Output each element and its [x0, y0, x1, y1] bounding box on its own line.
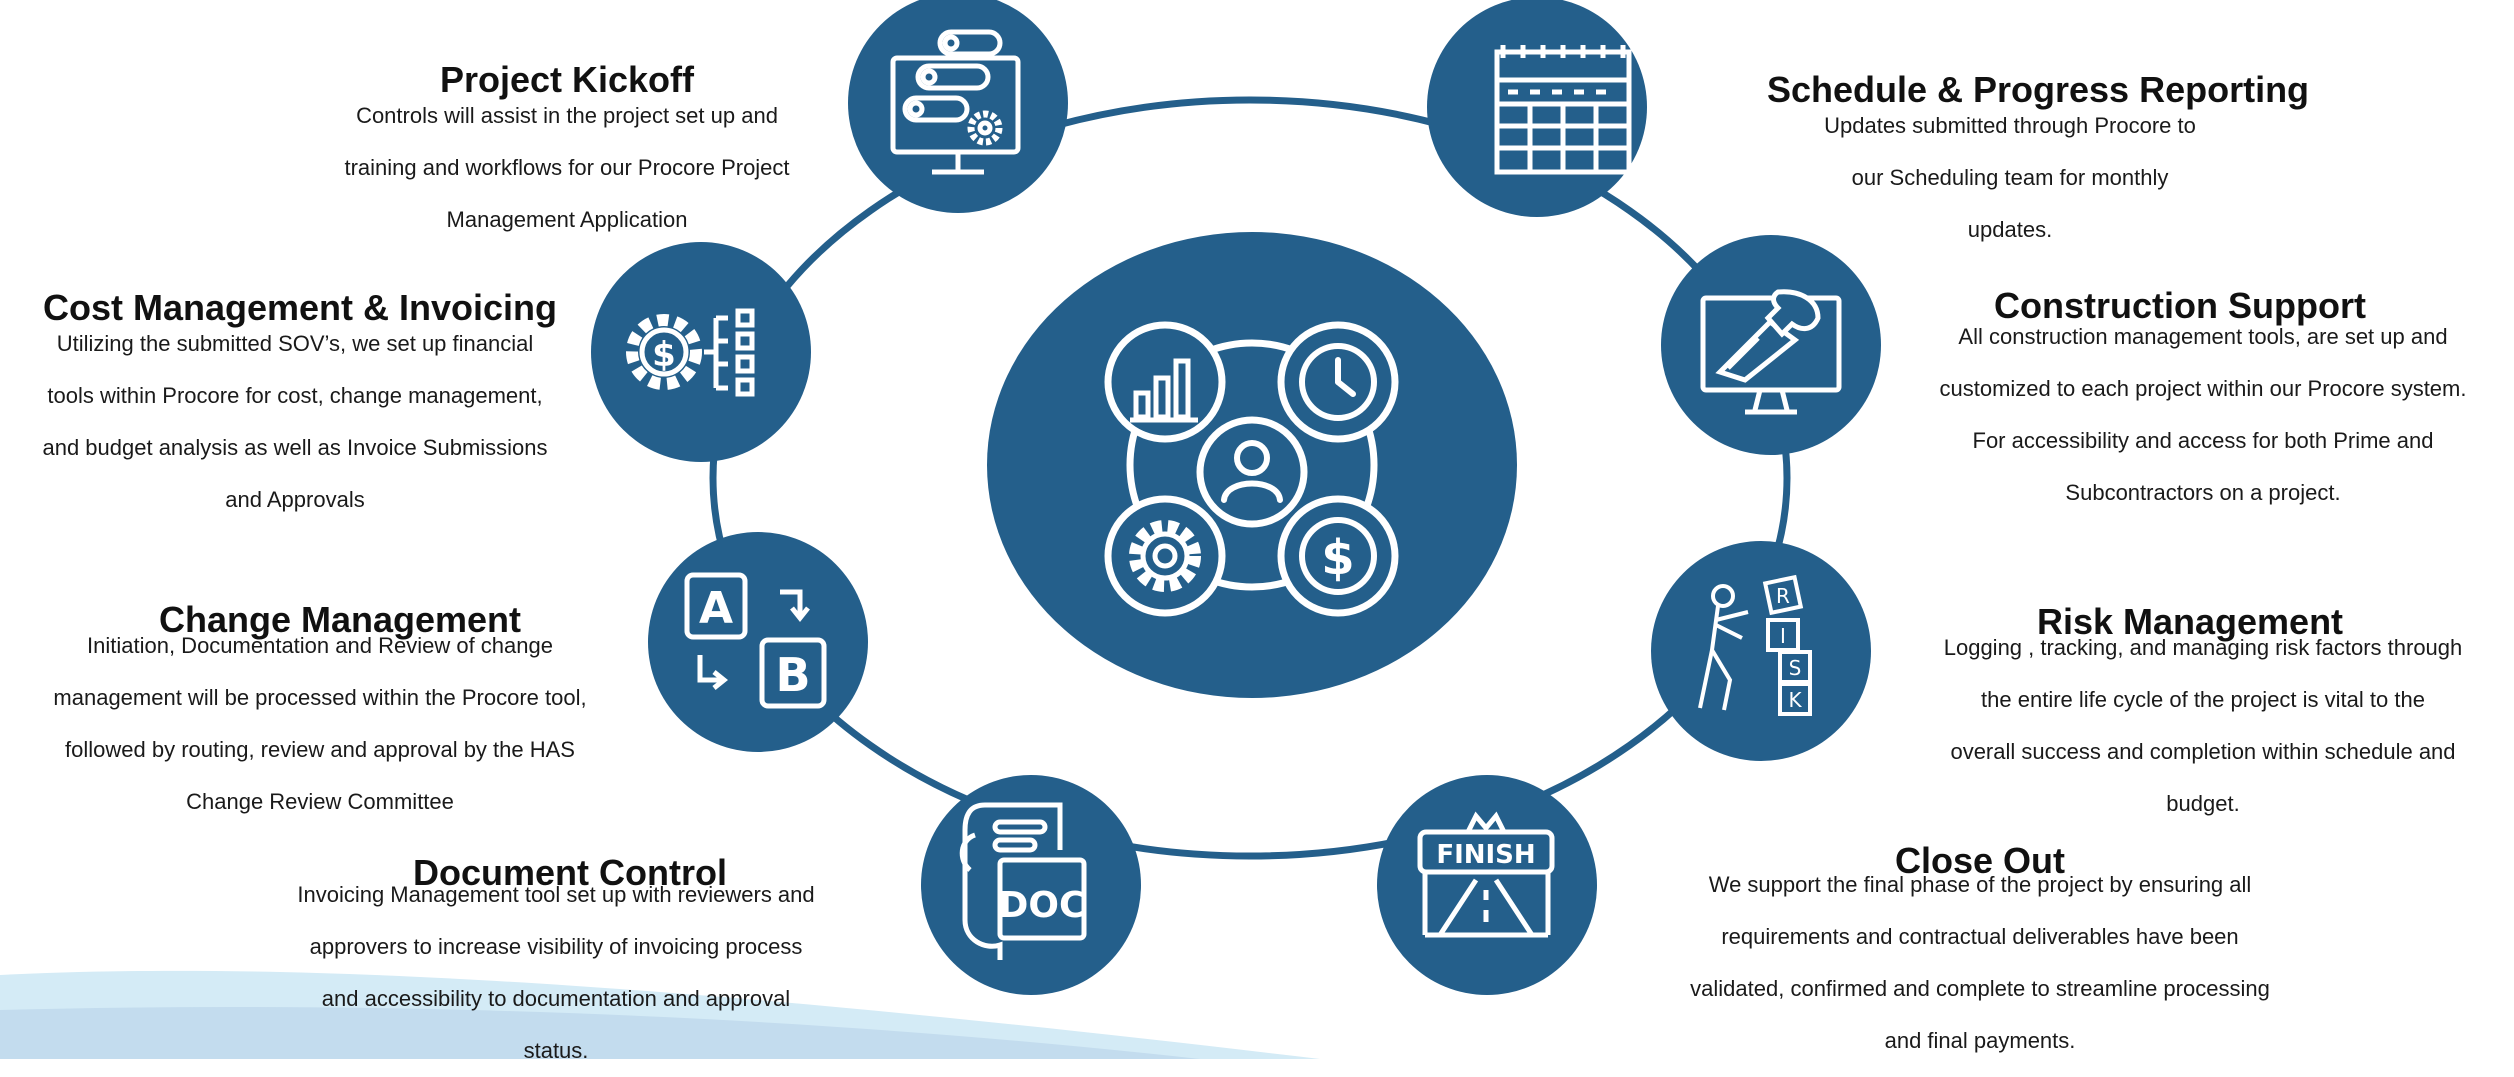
section-line: and accessibility to documentation and a…: [321, 986, 791, 1011]
user-icon: [1196, 416, 1308, 528]
section-line: our Scheduling team for monthly: [1851, 165, 2169, 190]
section-line: the entire life cycle of the project is …: [1981, 687, 2425, 712]
section-change-text: Initiation, Documentation and Review of …: [0, 620, 640, 828]
section-risk: Risk Management: [1960, 602, 2420, 642]
monitor-checklist-icon: [890, 29, 1021, 175]
section-line: Utilizing the submitted SOV’s, we set up…: [56, 331, 534, 356]
section-line: Subcontractors on a project.: [2065, 480, 2341, 505]
section-line: Management Application: [446, 207, 688, 232]
dollar-icon: $: [1277, 495, 1399, 617]
section-closeout: Close Out: [1820, 841, 2140, 881]
svg-text:$: $: [652, 335, 676, 375]
section-line: and budget analysis as well as Invoice S…: [42, 435, 548, 460]
clock-icon: [1277, 321, 1399, 443]
gear-icon: [1104, 495, 1226, 617]
svg-text:$: $: [1321, 530, 1354, 586]
section-project-kickoff-text: Controls will assist in the project set …: [282, 90, 852, 246]
node-change: A B: [648, 532, 868, 752]
section-title: Close Out: [1894, 840, 2065, 881]
background-wave: [0, 970, 1320, 1059]
risk-letter-i: I: [1780, 624, 1786, 648]
section-line: Updates submitted through Procore to: [1824, 113, 2196, 138]
risk-letter-s: S: [1789, 656, 1802, 680]
finish-label: FINISH: [1436, 840, 1535, 870]
section-line: budget.: [2166, 791, 2240, 816]
section-line: Change Review Committee: [186, 789, 454, 814]
node-closeout: FINISH: [1377, 775, 1597, 995]
section-risk-text: Logging , tracking, and managing risk fa…: [1898, 622, 2508, 830]
finish-line-icon: FINISH: [1417, 811, 1555, 938]
bar-chart-icon: [1104, 321, 1226, 443]
calendar-grid-icon: [1494, 45, 1632, 175]
section-line: customized to each project within our Pr…: [1939, 376, 2467, 401]
section-schedule: Schedule & Progress Reporting: [1748, 70, 2328, 110]
connecting-ring: [709, 96, 1791, 860]
node-document: DOC: [921, 775, 1141, 995]
section-line: updates.: [1967, 217, 2053, 242]
gear-dollar-checklist-icon: $: [626, 308, 755, 397]
section-line: Invoicing Management tool set up with re…: [297, 882, 815, 907]
section-line: overall success and completion within sc…: [1950, 739, 2456, 764]
a-label: A: [699, 583, 733, 634]
a-b-swap-icon: A B: [684, 572, 827, 709]
risk-blocks-icon: R I S K: [1698, 574, 1812, 716]
section-line: For accessibility and access for both Pr…: [1972, 428, 2434, 453]
section-title: Risk Management: [2036, 601, 2344, 642]
section-construction-text: All construction management tools, are s…: [1898, 311, 2508, 519]
section-construction: Construction Support: [1900, 286, 2460, 326]
section-title: Construction Support: [1994, 285, 2366, 326]
node-risk: R I S K: [1651, 541, 1871, 761]
section-document: Document Control: [370, 853, 770, 893]
section-closeout-text: We support the final phase of the projec…: [1620, 859, 2340, 1067]
section-schedule-text: Updates submitted through Procore to our…: [1760, 100, 2260, 256]
monitor-wrench-icon: [1700, 289, 1842, 415]
section-line: Controls will assist in the project set …: [356, 103, 778, 128]
section-line: requirements and contractual deliverable…: [1721, 924, 2239, 949]
section-document-text: Invoicing Management tool set up with re…: [246, 869, 866, 1077]
section-cost-text: Utilizing the submitted SOV’s, we set up…: [0, 318, 590, 526]
section-change: Change Management: [120, 600, 560, 640]
b-label: B: [775, 648, 810, 702]
section-line: All construction management tools, are s…: [1958, 324, 2448, 349]
node-project-kickoff: [848, 0, 1068, 213]
section-line: approvers to increase visibility of invo…: [309, 934, 803, 959]
node-construction: [1661, 235, 1881, 455]
section-title: Project Kickoff: [439, 59, 695, 100]
section-line: We support the final phase of the projec…: [1708, 872, 2252, 897]
section-title: Schedule & Progress Reporting: [1766, 69, 2310, 110]
section-line: and Approvals: [225, 487, 365, 512]
risk-letter-k: K: [1788, 688, 1802, 712]
section-project-kickoff: Project Kickoff: [282, 60, 852, 100]
section-title: Cost Management & Invoicing: [42, 287, 558, 328]
section-line: tools within Procore for cost, change ma…: [47, 383, 543, 408]
risk-letter-r: R: [1776, 584, 1790, 608]
section-title: Change Management: [158, 599, 522, 640]
section-title: Document Control: [413, 852, 727, 893]
node-cost: $: [591, 242, 811, 462]
doc-file-icon: DOC: [959, 802, 1087, 960]
section-line: followed by routing, review and approval…: [65, 737, 575, 762]
center-hub: $: [987, 232, 1517, 698]
node-schedule: [1427, 0, 1647, 217]
doc-label: DOC: [999, 885, 1086, 926]
section-line: validated, confirmed and complete to str…: [1690, 976, 2270, 1001]
section-line: Initiation, Documentation and Review of …: [87, 633, 553, 658]
section-line: and final payments.: [1884, 1028, 2076, 1053]
section-line: management will be processed within the …: [53, 685, 587, 710]
section-line: Logging , tracking, and managing risk fa…: [1943, 635, 2463, 660]
section-line: training and workflows for our Procore P…: [344, 155, 790, 180]
section-cost: Cost Management & Invoicing: [20, 288, 580, 328]
section-line: status.: [523, 1038, 589, 1063]
